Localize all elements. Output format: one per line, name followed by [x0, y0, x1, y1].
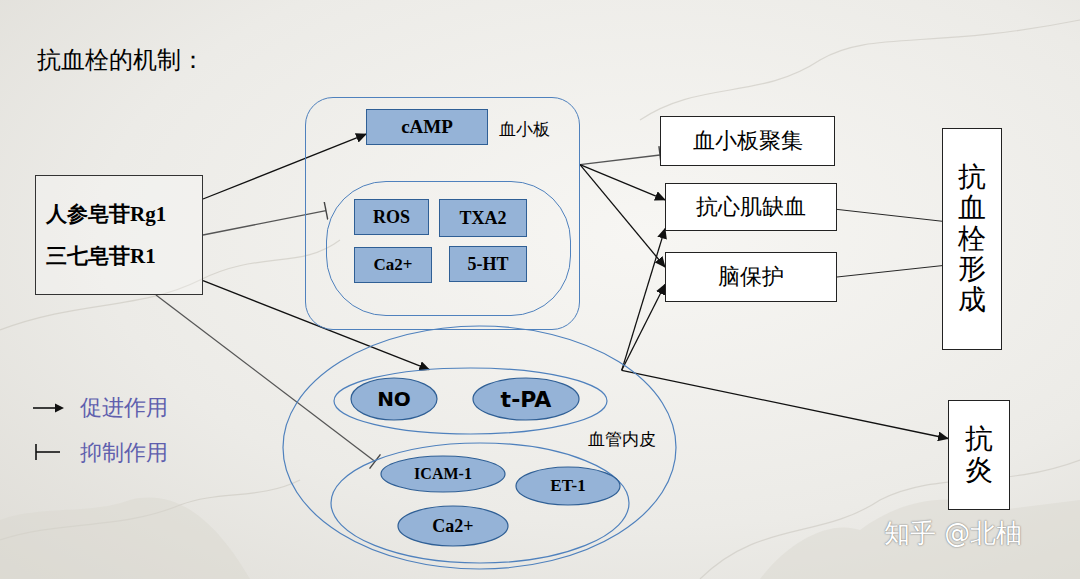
- legend-samples: [33, 404, 64, 461]
- node-text: 脑保护: [718, 262, 784, 292]
- node-text: ROS: [373, 207, 410, 228]
- effect-box: 血小板聚集: [660, 116, 835, 166]
- node-text: Ca2+: [432, 516, 473, 537]
- factor-ellipse: t-PA: [472, 377, 580, 421]
- node-text: 抗炎: [965, 424, 993, 486]
- node-text: cAMP: [401, 116, 453, 138]
- legend-text: 促进作用: [80, 393, 168, 423]
- promoted-group: NO t-PA: [333, 367, 608, 435]
- node-text: 抗心肌缺血: [696, 192, 806, 222]
- factor-ellipse: ET-1: [515, 466, 621, 506]
- inhibited-group: ROS TXA2Ca2+ 5-HT: [326, 181, 571, 316]
- node-text: 5-HT: [467, 254, 508, 275]
- factor-box: TXA2: [439, 199, 527, 237]
- link-line: [837, 266, 942, 277]
- node-text: t-PA: [501, 387, 552, 412]
- promotion-arrow: [622, 285, 665, 371]
- node-text: 人参皂苷Rg1: [46, 200, 166, 228]
- node-text: ICAM-1: [414, 465, 472, 483]
- factor-box: ROS: [354, 199, 429, 235]
- promotion-arrow: [580, 165, 665, 267]
- effect-box: 抗心肌缺血: [665, 183, 837, 231]
- inhibited-group: ICAM-1ET-1Ca2+: [330, 442, 630, 564]
- node-text: NO: [377, 387, 411, 411]
- promotion-arrow: [580, 165, 665, 200]
- region-label: 血小板: [499, 118, 550, 141]
- platelet-region: cAMP ROS TXA2Ca2+ 5-HT 血小板: [305, 97, 580, 330]
- region-label: 血管内皮: [588, 428, 656, 451]
- link-line: [837, 209, 942, 221]
- promotion-arrow: [622, 229, 665, 371]
- legend-text: 抑制作用: [80, 438, 168, 468]
- factor-ellipse: ICAM-1: [380, 455, 506, 493]
- promotion-arrow: [622, 370, 948, 438]
- node-text: Ca2+: [374, 255, 413, 275]
- node-text: TXA2: [459, 208, 506, 229]
- node-text: 血小板聚集: [693, 126, 803, 156]
- node-text: 抗血栓形成: [958, 162, 986, 316]
- inhibition-line: [203, 211, 326, 235]
- diagram-title: 抗血栓的机制：: [37, 44, 205, 76]
- node-text: ET-1: [550, 476, 585, 496]
- endothelium-region: NOt-PAICAM-1ET-1Ca2+血管内皮: [282, 325, 677, 570]
- source-box: 人参皂苷Rg1 三七皂苷R1: [35, 175, 203, 295]
- inhibition-line: [580, 155, 660, 165]
- watermark: 知乎 @北柚: [884, 516, 1022, 551]
- outcome-box: 抗炎: [948, 400, 1010, 510]
- node-text: 三七皂苷R1: [46, 242, 156, 270]
- inhibition-line: [156, 295, 375, 462]
- factor-box: cAMP: [366, 109, 488, 145]
- effect-box: 脑保护: [665, 252, 837, 302]
- factor-box: Ca2+: [354, 247, 432, 283]
- outcome-box: 抗血栓形成: [942, 128, 1002, 350]
- factor-box: 5-HT: [449, 246, 527, 282]
- promotion-arrow: [203, 134, 366, 199]
- factor-ellipse: Ca2+: [397, 505, 509, 547]
- factor-ellipse: NO: [350, 377, 438, 421]
